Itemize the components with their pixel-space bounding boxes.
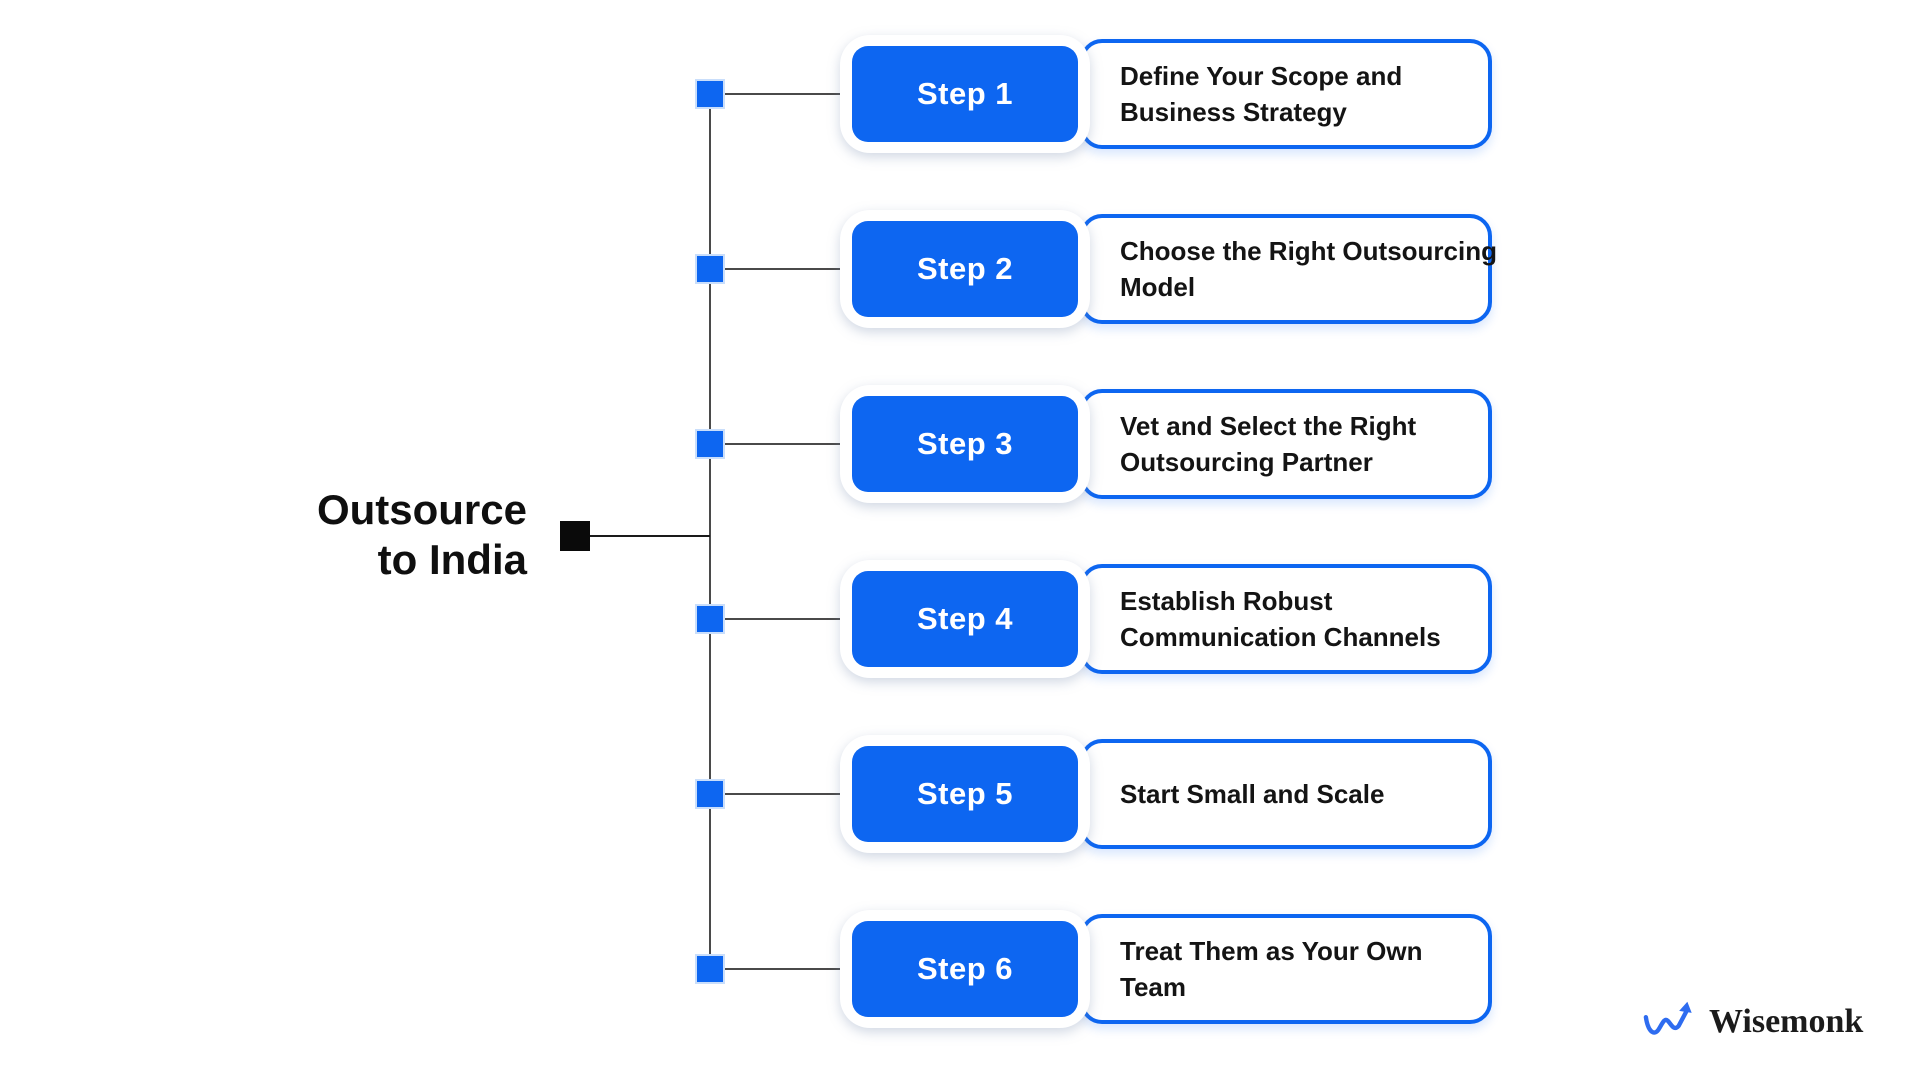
- step-badge-plate: Step 5: [840, 735, 1090, 853]
- timeline-node-square: [695, 254, 725, 284]
- diagram-title-line-2: to India: [377, 536, 527, 583]
- step-connector-line: [725, 268, 848, 270]
- step-row-2: Choose the Right Outsourcing Model Step …: [0, 210, 1920, 328]
- timeline-vertical-line: [709, 94, 711, 969]
- step-description-card: Start Small and Scale: [1080, 739, 1492, 849]
- step-description-text: Vet and Select the Right Outsourcing Par…: [1120, 408, 1416, 480]
- step-description-line: Team: [1120, 972, 1186, 1002]
- step-badge-plate: Step 2: [840, 210, 1090, 328]
- timeline-node-square: [695, 779, 725, 809]
- step-badge: Step 1: [852, 46, 1078, 142]
- step-connector-line: [725, 968, 848, 970]
- step-description-line: Communication Channels: [1120, 622, 1441, 652]
- step-description-card: Vet and Select the Right Outsourcing Par…: [1080, 389, 1492, 499]
- step-row-6: Treat Them as Your Own Team Step 6: [0, 910, 1920, 1028]
- timeline-node-square: [695, 79, 725, 109]
- diagram-title-line-1: Outsource: [316, 486, 527, 533]
- step-description-text: Start Small and Scale: [1120, 776, 1384, 812]
- step-badge: Step 4: [852, 571, 1078, 667]
- step-description-line: Business Strategy: [1120, 97, 1347, 127]
- step-description-text: Establish Robust Communication Channels: [1120, 583, 1441, 655]
- step-connector-line: [725, 93, 848, 95]
- step-badge: Step 3: [852, 396, 1078, 492]
- step-badge-plate: Step 6: [840, 910, 1090, 1028]
- step-description-card: Define Your Scope and Business Strategy: [1080, 39, 1492, 149]
- timeline-node-square: [695, 429, 725, 459]
- step-description-text: Define Your Scope and Business Strategy: [1120, 58, 1402, 130]
- step-description-line: Outsourcing Partner: [1120, 447, 1373, 477]
- step-description-card: Choose the Right Outsourcing Model: [1080, 214, 1497, 324]
- step-description-line: Vet and Select the Right: [1120, 411, 1417, 441]
- step-badge-plate: Step 3: [840, 385, 1090, 503]
- root-connector-line: [590, 535, 710, 537]
- step-description-line: Establish Robust: [1120, 586, 1333, 616]
- timeline-node-square: [695, 954, 725, 984]
- brand-name: Wisemonk: [1709, 1003, 1864, 1040]
- step-row-1: Define Your Scope and Business Strategy …: [0, 35, 1920, 153]
- step-badge: Step 2: [852, 221, 1078, 317]
- step-row-5: Start Small and Scale Step 5: [0, 735, 1920, 853]
- step-badge: Step 5: [852, 746, 1078, 842]
- step-connector-line: [725, 618, 848, 620]
- step-description-card: Treat Them as Your Own Team: [1080, 914, 1492, 1024]
- step-description-line: Treat Them as Your Own: [1120, 936, 1423, 966]
- step-description-line: Model: [1120, 272, 1196, 302]
- step-description-line: Start Small and Scale: [1120, 779, 1385, 809]
- step-row-3: Vet and Select the Right Outsourcing Par…: [0, 385, 1920, 503]
- brand-logo: Wisemonk: [1643, 997, 1863, 1047]
- step-description-line: Define Your Scope and: [1120, 61, 1403, 91]
- step-row-4: Establish Robust Communication Channels …: [0, 560, 1920, 678]
- diagram-title: Outsource to India: [317, 485, 527, 585]
- step-description-text: Choose the Right Outsourcing Model: [1120, 233, 1497, 305]
- step-connector-line: [725, 793, 848, 795]
- step-description-text: Treat Them as Your Own Team: [1120, 933, 1422, 1005]
- step-description-line: Choose the Right Outsourcing: [1120, 236, 1497, 266]
- timeline-node-square: [695, 604, 725, 634]
- step-badge-plate: Step 1: [840, 35, 1090, 153]
- step-badge: Step 6: [852, 921, 1078, 1017]
- step-connector-line: [725, 443, 848, 445]
- root-node-square: [560, 521, 590, 551]
- step-description-card: Establish Robust Communication Channels: [1080, 564, 1492, 674]
- step-badge-plate: Step 4: [840, 560, 1090, 678]
- wave-arrow-icon: [1643, 1001, 1692, 1035]
